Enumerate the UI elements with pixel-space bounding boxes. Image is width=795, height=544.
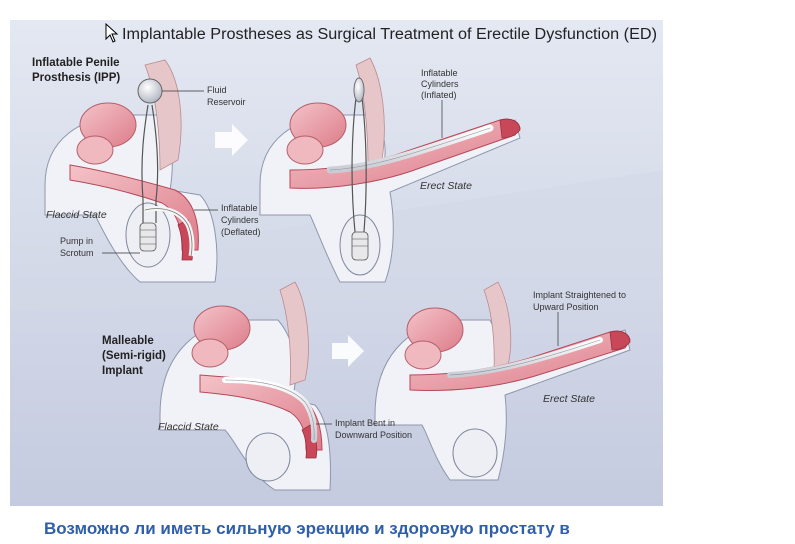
cylinders-deflated-line-3: (Deflated) <box>221 227 261 237</box>
implant-bent-callout: Implant Bent in Downward Position <box>316 418 412 440</box>
ipp-erect-illustration <box>259 57 521 283</box>
ipp-heading: Inflatable Penile Prosthesis (IPP) <box>32 57 120 84</box>
ipp-flaccid-state-label: Flaccid State <box>46 209 107 221</box>
cylinders-inflated-line-2: Cylinders <box>421 79 459 89</box>
implant-bent-line-2: Downward Position <box>335 430 412 440</box>
pump-callout: Pump in Scrotum <box>60 236 140 258</box>
pump-callout-line-1: Pump in <box>60 236 93 246</box>
malleable-heading-line-2: (Semi-rigid) <box>102 350 166 362</box>
malleable-heading-line-1: Malleable <box>102 335 154 347</box>
malleable-heading: Malleable (Semi-rigid) Implant <box>102 335 166 377</box>
malleable-erect-illustration <box>374 281 631 481</box>
cylinders-inflated-line-1: Inflatable <box>421 68 458 78</box>
cylinders-deflated-line-2: Cylinders <box>221 215 259 225</box>
cylinders-deflated-callout: Inflatable Cylinders (Deflated) <box>194 203 261 237</box>
mouse-cursor-icon <box>105 23 119 43</box>
malleable-heading-line-3: Implant <box>102 365 143 377</box>
reservoir-callout-line-2: Reservoir <box>207 97 246 107</box>
malleable-flaccid-illustration <box>159 281 331 491</box>
malleable-erect-state-label: Erect State <box>543 393 595 405</box>
ipp-flaccid-illustration <box>44 59 218 283</box>
reservoir-callout: Fluid Reservoir <box>162 85 246 107</box>
ipp-heading-line-2: Prosthesis (IPP) <box>32 72 120 84</box>
ipp-heading-line-1: Inflatable Penile <box>32 57 120 69</box>
cylinders-inflated-line-3: (Inflated) <box>421 90 457 100</box>
reservoir-callout-line-1: Fluid <box>207 85 227 95</box>
implant-straight-line-2: Upward Position <box>533 302 599 312</box>
cylinders-deflated-line-1: Inflatable <box>221 203 258 213</box>
malleable-flaccid-state-label: Flaccid State <box>158 421 219 433</box>
diagram-title: Implantable Prostheses as Surgical Treat… <box>122 26 657 43</box>
transition-arrow-bottom <box>332 335 364 367</box>
implant-bent-line-1: Implant Bent in <box>335 418 395 428</box>
article-title-link[interactable]: Возможно ли иметь сильную эрекцию и здор… <box>44 519 570 538</box>
pump-callout-line-2: Scrotum <box>60 248 94 258</box>
implant-straight-callout: Implant Straightened to Upward Position <box>533 290 626 346</box>
cylinders-inflated-callout: Inflatable Cylinders (Inflated) <box>421 68 459 138</box>
transition-arrow-top <box>215 124 248 156</box>
implant-straight-line-1: Implant Straightened to <box>533 290 626 300</box>
ipp-erect-state-label: Erect State <box>420 180 472 192</box>
ed-prosthesis-diagram: Implantable Prostheses as Surgical Treat… <box>10 20 663 506</box>
